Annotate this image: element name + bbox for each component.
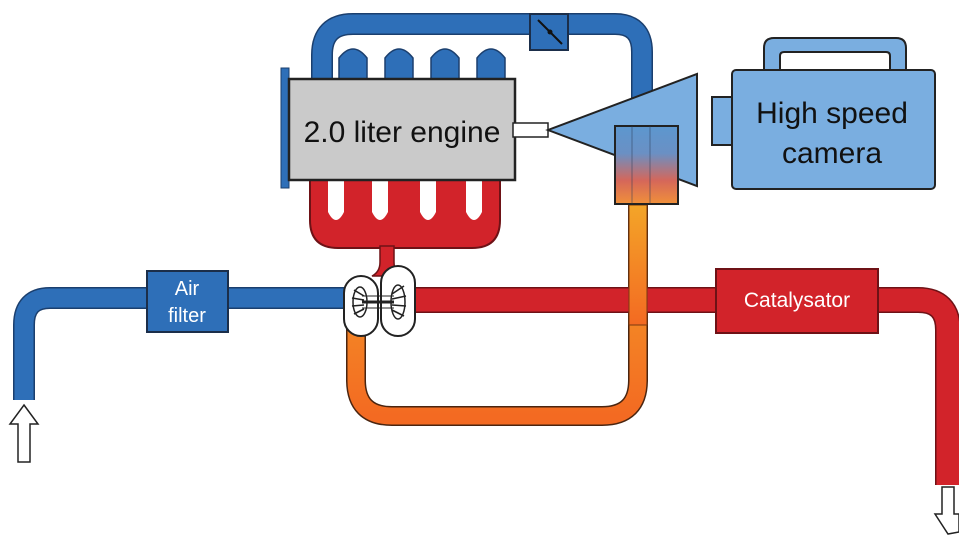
turbocharger-icon [343, 265, 416, 337]
engine-label: 2.0 liter engine [304, 116, 501, 149]
camera-label-line2: camera [782, 137, 882, 170]
air-filter-label-line2: filter [168, 305, 206, 327]
catalyst [715, 268, 879, 334]
air-filter-label-line1: Air [175, 278, 200, 300]
throttle-valve-icon [529, 13, 569, 51]
exhaust-pipe [410, 287, 959, 485]
air-filter [146, 270, 229, 333]
catalyst-label: Catalysator [744, 289, 850, 312]
camera-label-line1: High speed [756, 97, 908, 130]
intake-manifold [311, 13, 653, 135]
intake-pipe [13, 287, 350, 400]
up-arrow-icon [8, 403, 40, 463]
exhaust-manifold [309, 169, 501, 277]
camera-icon [711, 37, 936, 190]
egr-pipe [346, 205, 648, 426]
down-arrow-icon [933, 486, 959, 535]
hot-sample-pipe [628, 204, 648, 326]
optical-window [614, 125, 679, 205]
engine-block [280, 67, 549, 189]
